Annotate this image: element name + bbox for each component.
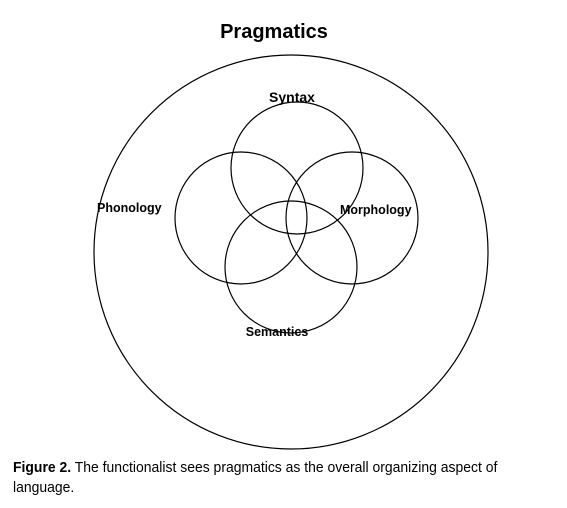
phonology-circle	[174, 151, 308, 285]
phonology-label: Phonology	[97, 201, 162, 215]
pragmatics-label: Pragmatics	[220, 21, 328, 43]
syntax-label: Syntax	[269, 89, 315, 105]
figure-caption: Figure 2. The functionalist sees pragmat…	[13, 458, 523, 498]
morphology-label: Morphology	[340, 203, 412, 217]
syntax-circle	[230, 101, 364, 235]
figure-caption-label: Figure 2.	[13, 459, 72, 476]
pragmatics-circle	[93, 54, 489, 450]
venn-diagram: Pragmatics Syntax Phonology Morphology S…	[93, 21, 489, 450]
semantics-label: Semantics	[246, 325, 309, 339]
figure-caption-text: The functionalist sees pragmatics as the…	[13, 459, 498, 496]
semantics-circle	[224, 200, 358, 334]
morphology-circle	[285, 151, 419, 285]
